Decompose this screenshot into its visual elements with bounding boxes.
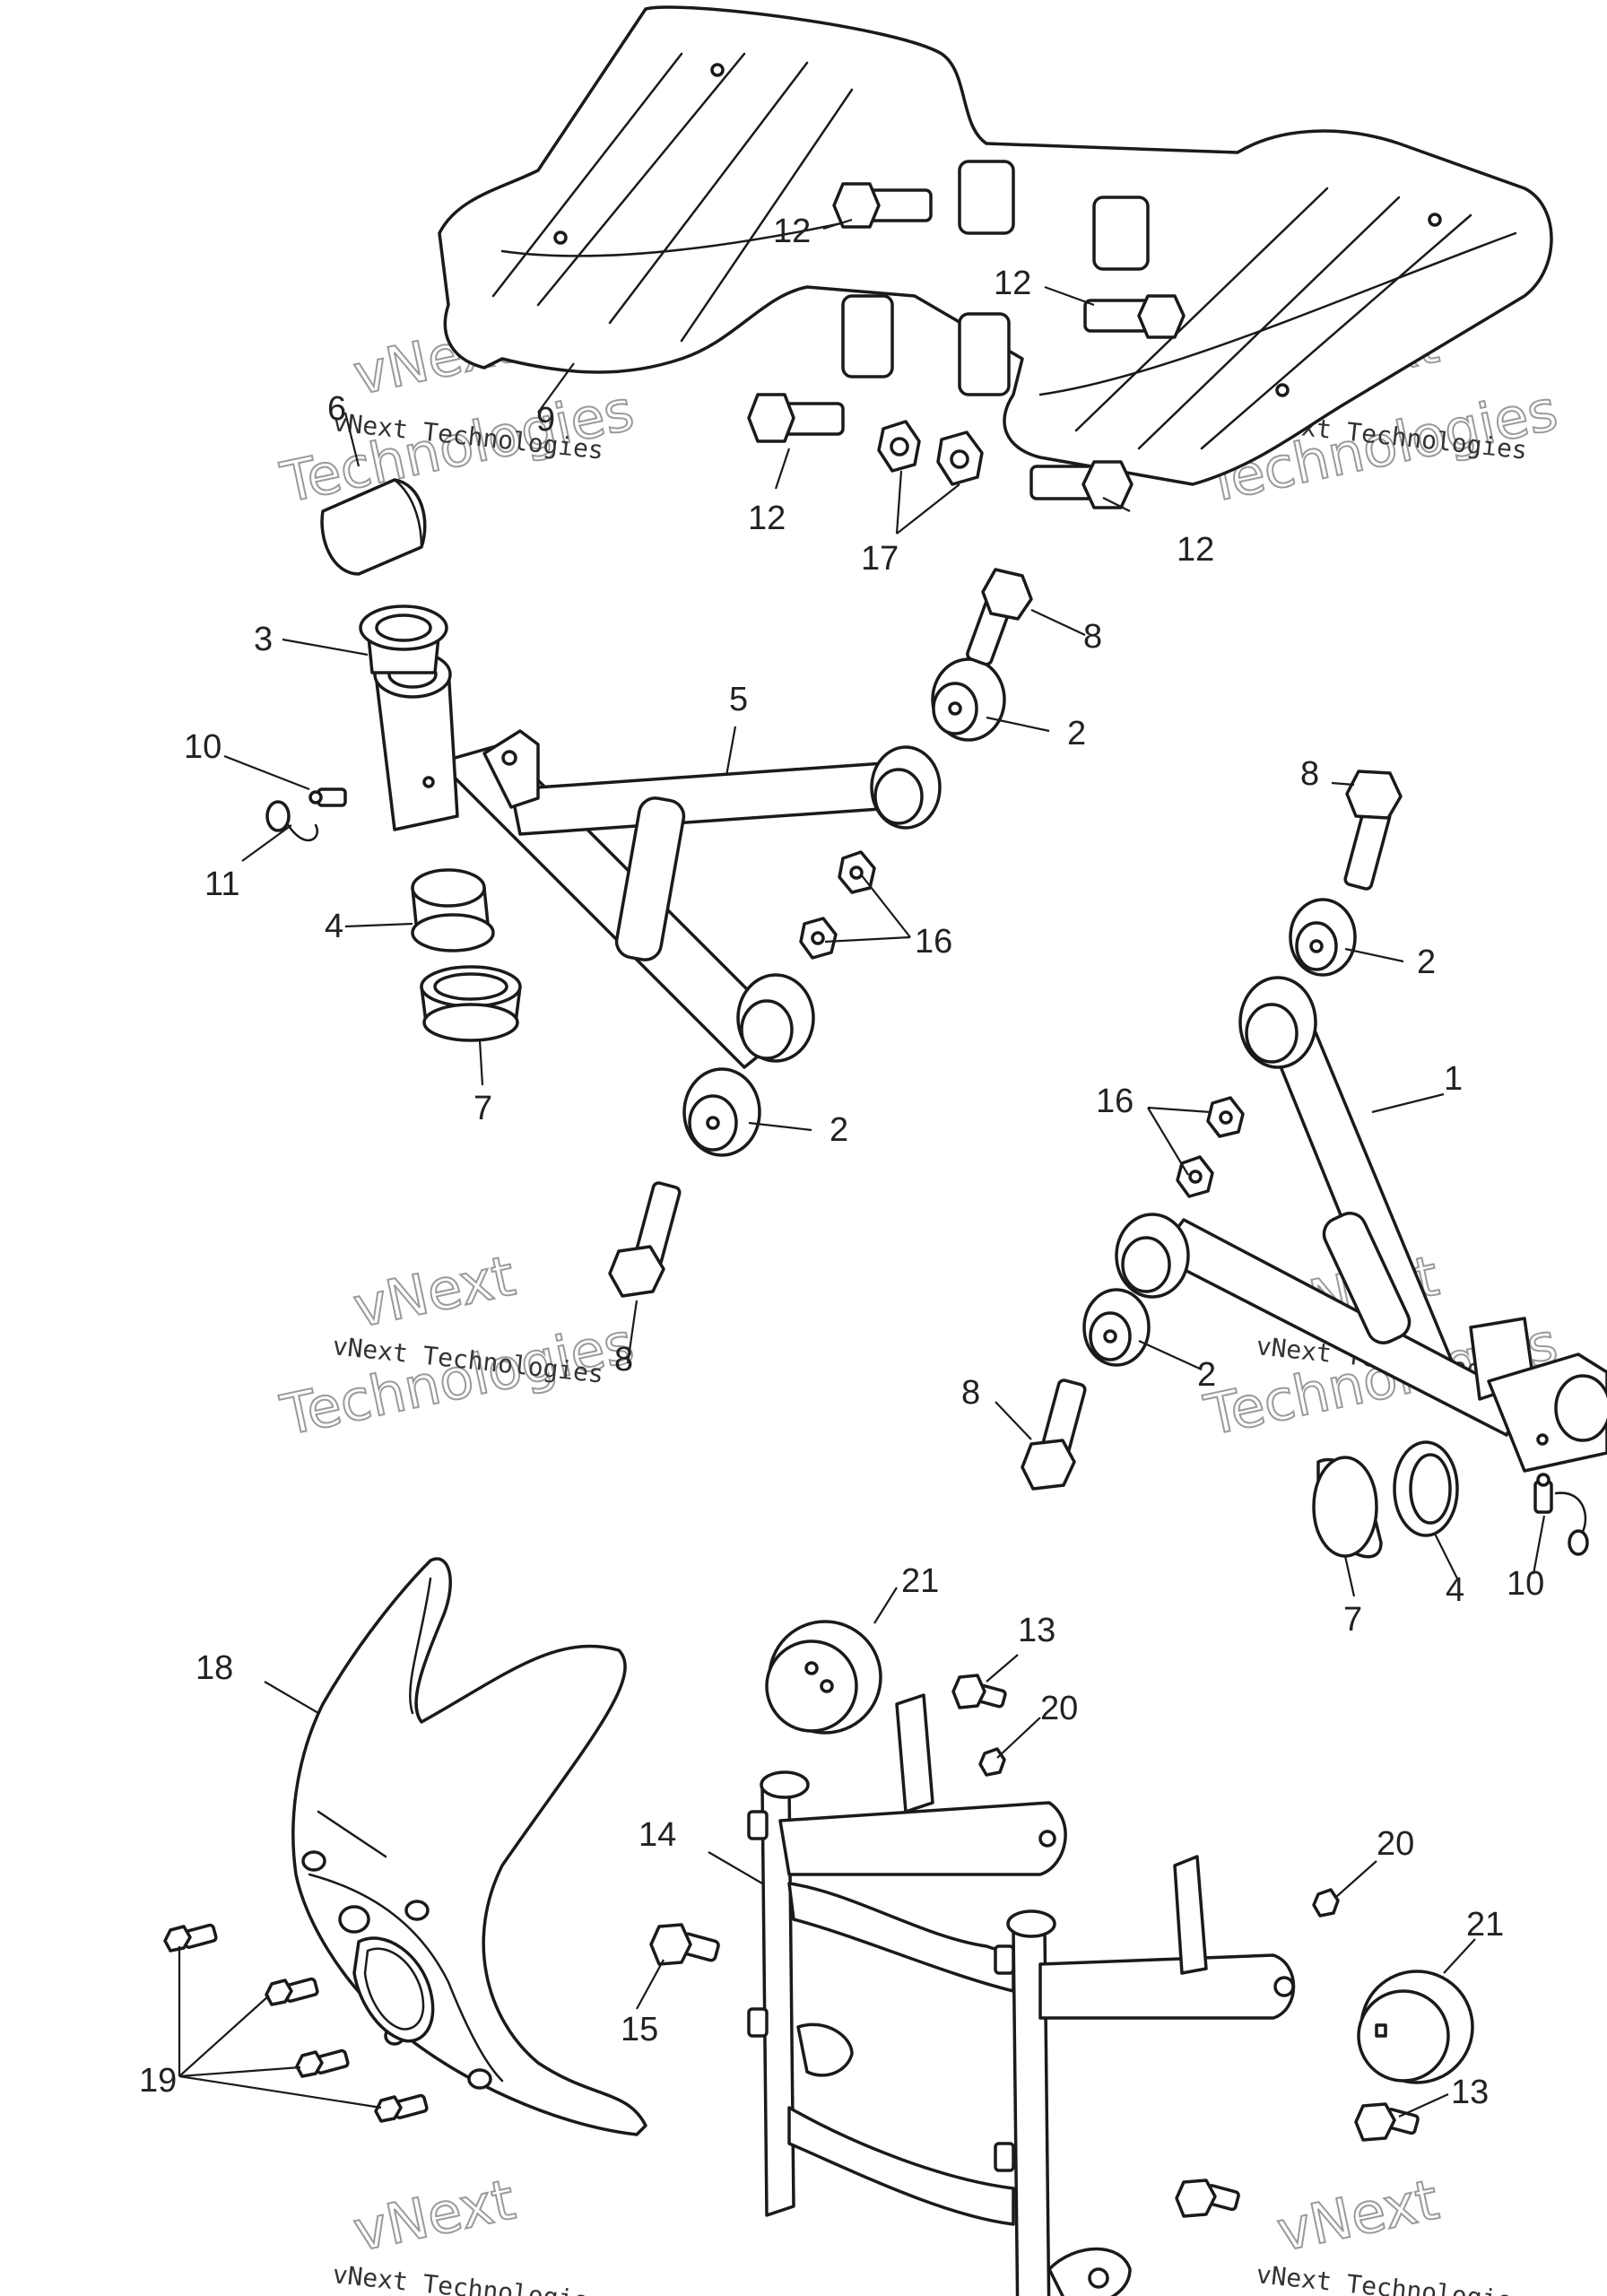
- leader-lines: [178, 218, 1546, 2118]
- callout-12-top: 12: [773, 213, 811, 250]
- callout-21-bottom: 21: [1466, 1906, 1504, 1944]
- bushing-4-right: [1393, 1440, 1459, 1537]
- callout-11: 11: [204, 865, 239, 903]
- callout-2-lower: 2: [830, 1111, 848, 1149]
- bushing-2-right-top: [1289, 898, 1357, 977]
- bolt-12-mid: [747, 393, 845, 443]
- callout-2-top: 2: [1067, 715, 1086, 752]
- nut-16-right-a: [1206, 1096, 1245, 1138]
- frame-bracket-14: [747, 1693, 1296, 2296]
- callout-12-mid: 12: [748, 500, 786, 537]
- svg-text:vNext: vNext: [348, 2167, 520, 2265]
- grease-fitting-10: [308, 787, 347, 807]
- bushing-end-front: [870, 745, 942, 830]
- bolt-8-right-top: [1343, 770, 1403, 891]
- callout-2-right-top: 2: [1417, 944, 1436, 981]
- bushing-3: [359, 604, 448, 674]
- callout-10-left: 10: [184, 728, 222, 766]
- callout-6: 6: [327, 390, 346, 428]
- svg-text:vNext: vNext: [1272, 2167, 1444, 2265]
- callout-4-left: 4: [325, 908, 343, 945]
- bolt-8-lower: [608, 1181, 682, 1298]
- a-arm-5-pivot-tube: [373, 650, 459, 831]
- callout-7-left: 7: [473, 1090, 492, 1127]
- grease-fitting-10-right: [1533, 1473, 1589, 1556]
- bolt-8-top: [966, 568, 1033, 666]
- bushing-2-lower: [682, 1067, 761, 1157]
- callout-19: 19: [139, 2062, 177, 2100]
- svg-text:vNext Technologies: vNext Technologies: [1255, 2259, 1528, 2296]
- bushing-end-rear: [736, 973, 815, 1063]
- nut-20-bottom: [1312, 1888, 1340, 1918]
- bolt-12-lower-right: [1029, 460, 1134, 509]
- callout-21-top: 21: [901, 1562, 939, 1600]
- callout-13-top: 13: [1018, 1612, 1055, 1649]
- watermark-bottom-right: vNext vNext Technologies: [1255, 2166, 1528, 2296]
- skid-plate-18: [291, 1557, 647, 2136]
- callout-5: 5: [729, 681, 748, 718]
- bushing-end-right-mid: [1115, 1213, 1190, 1299]
- callout-8-top: 8: [1083, 618, 1102, 656]
- callout-18: 18: [195, 1649, 233, 1687]
- watermark-mid-left: vNext Technologies vNext Technologies: [274, 1242, 640, 1449]
- bolt-13-bottom-b: [1175, 2179, 1240, 2218]
- bushing-4: [411, 868, 495, 952]
- nut-16-left-a: [838, 850, 876, 894]
- callout-7-right: 7: [1343, 1601, 1362, 1639]
- grease-cap-11: [265, 800, 318, 842]
- callout-2-right-lower: 2: [1197, 1356, 1216, 1394]
- a-arm-1-pivot-tube: [1487, 1352, 1607, 1473]
- callout-20-top: 20: [1040, 1690, 1078, 1727]
- callout-1: 1: [1444, 1060, 1463, 1098]
- bushing-end-right-top: [1238, 976, 1317, 1069]
- callout-15: 15: [621, 2011, 658, 2048]
- bolt-8-right-lower: [1021, 1378, 1087, 1491]
- callout-labels: 9 6 12 12 12 12 17 3 8 5 2 10 11 4 16 7 …: [139, 213, 1544, 2111]
- callout-13-bottom: 13: [1451, 2074, 1489, 2111]
- bushing-2-top: [931, 657, 1006, 742]
- callout-10-right: 10: [1507, 1565, 1544, 1603]
- nut-16-left-b: [799, 917, 838, 960]
- nut-16-right-b: [1176, 1155, 1214, 1198]
- cover-21-bottom: [1357, 1970, 1474, 2084]
- nut-17-pair: [877, 420, 984, 486]
- a-arm-5: [438, 729, 908, 1069]
- callout-12-right: 12: [994, 265, 1031, 302]
- bushing-2-right-lower: [1082, 1288, 1151, 1367]
- callout-12-lower: 12: [1177, 531, 1214, 569]
- bolt-15: [649, 1923, 720, 1966]
- callout-8-right-lower: 8: [961, 1374, 980, 1412]
- bolt-19-a: [163, 1923, 218, 1952]
- bolt-12-top: [832, 182, 933, 229]
- callout-16-right: 16: [1096, 1083, 1134, 1120]
- watermark-bottom-left: vNext vNext Technologies: [331, 2166, 604, 2296]
- nut-20-top: [978, 1747, 1006, 1777]
- bolt-13-bottom: [1354, 2102, 1420, 2142]
- bolt-13-top: [951, 1674, 1007, 1709]
- cap-6: [320, 478, 427, 576]
- callout-8-lower: 8: [614, 1341, 633, 1378]
- front-rack-part: [438, 5, 1553, 486]
- callout-3: 3: [254, 621, 273, 658]
- callout-4-right: 4: [1446, 1571, 1464, 1609]
- bolt-19-c: [295, 2048, 350, 2078]
- seal-7-right: [1312, 1456, 1383, 1559]
- callout-20-bottom: 20: [1377, 1825, 1414, 1863]
- seal-7: [420, 965, 522, 1042]
- callout-8-right-top: 8: [1300, 755, 1319, 793]
- callout-16-left: 16: [915, 923, 952, 961]
- svg-text:vNext: vNext: [348, 1243, 520, 1341]
- callout-17: 17: [861, 540, 899, 578]
- bolt-12-right: [1083, 294, 1186, 339]
- svg-text:vNext Technologies: vNext Technologies: [331, 2259, 604, 2296]
- cover-21-top: [765, 1620, 882, 1735]
- callout-9: 9: [536, 401, 555, 439]
- bolt-19-b: [265, 1977, 319, 2006]
- callout-14: 14: [638, 1816, 676, 1854]
- bolt-19-d: [374, 2093, 429, 2123]
